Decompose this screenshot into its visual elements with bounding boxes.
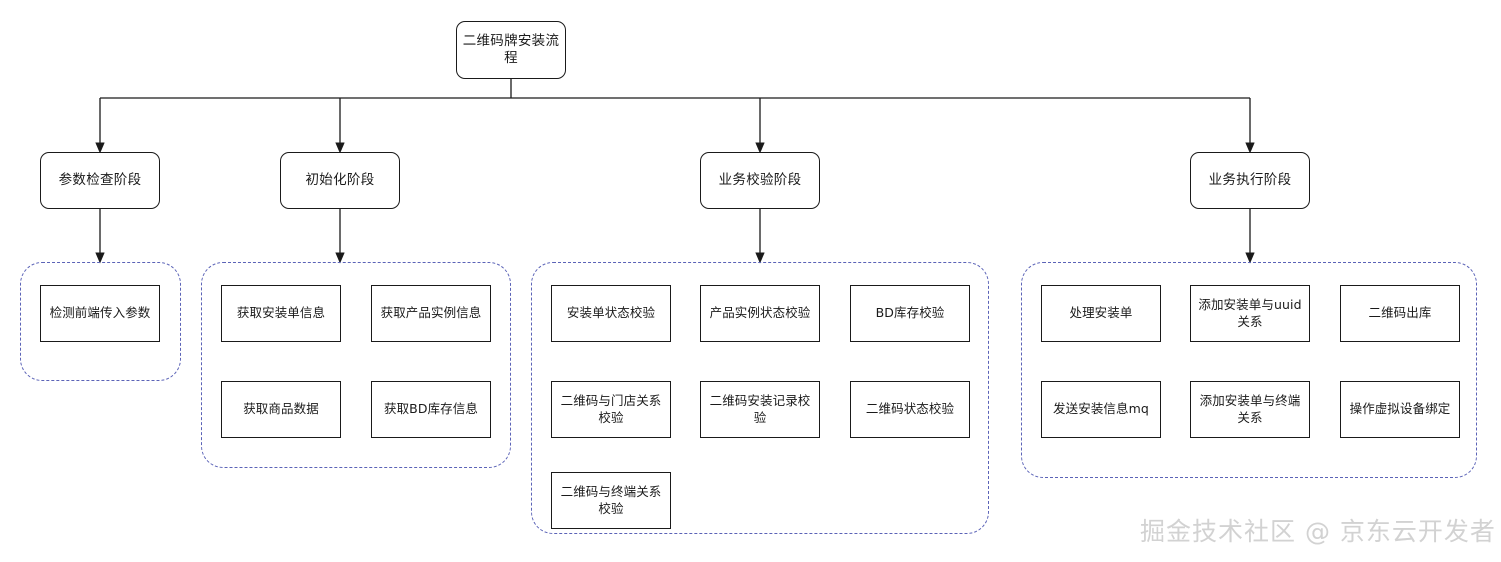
task-box[interactable]: 二维码状态校验 [850,381,970,438]
task-box[interactable]: 获取商品数据 [221,381,341,438]
group-container-initialization [201,262,511,468]
task-box[interactable]: 二维码出库 [1340,285,1460,342]
task-box[interactable]: 二维码与终端关系校验 [551,472,671,529]
task-box[interactable]: BD库存校验 [850,285,970,342]
task-box[interactable]: 产品实例状态校验 [700,285,820,342]
task-box[interactable]: 获取产品实例信息 [371,285,491,342]
task-box[interactable]: 处理安装单 [1041,285,1161,342]
task-box[interactable]: 添加安装单与终端关系 [1190,381,1310,438]
stage-node-parameter-check[interactable]: 参数检查阶段 [40,152,160,209]
task-box[interactable]: 二维码与门店关系校验 [551,381,671,438]
task-box[interactable]: 获取BD库存信息 [371,381,491,438]
task-box[interactable]: 安装单状态校验 [551,285,671,342]
task-box[interactable]: 二维码安装记录校验 [700,381,820,438]
task-box[interactable]: 检测前端传入参数 [40,285,160,342]
group-container-business-validation [531,262,989,534]
task-box[interactable]: 获取安装单信息 [221,285,341,342]
watermark: 掘金技术社区 @ 京东云开发者 [1140,517,1496,546]
root-node[interactable]: 二维码牌安装流程 [456,21,566,79]
task-box[interactable]: 操作虚拟设备绑定 [1340,381,1460,438]
group-container-parameter-check [20,262,181,381]
task-box[interactable]: 添加安装单与uuid关系 [1190,285,1310,342]
group-container-business-execution [1021,262,1477,478]
stage-node-business-execution[interactable]: 业务执行阶段 [1190,152,1310,209]
task-box[interactable]: 发送安装信息mq [1041,381,1161,438]
stage-node-business-validation[interactable]: 业务校验阶段 [700,152,820,209]
stage-node-initialization[interactable]: 初始化阶段 [280,152,400,209]
